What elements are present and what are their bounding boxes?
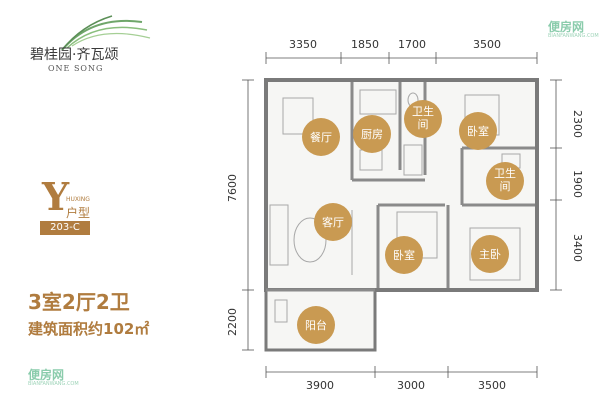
room-marker-living: 客厅 — [314, 203, 352, 241]
room-marker-bathroom-1: 卫生 间 — [404, 100, 442, 138]
dim-top-4: 3500 — [473, 38, 501, 51]
room-label-bathroom-1-line1: 卫生 — [412, 104, 434, 118]
dim-left-1: 7600 — [226, 174, 239, 202]
unit-huxing-label: HUXING — [66, 196, 90, 203]
room-label-balcony: 阳台 — [305, 318, 327, 332]
balcony-rack — [274, 299, 288, 323]
brand-name-cn: 碧桂园·齐瓦颂 — [30, 47, 119, 63]
unit-type-letter: Y — [42, 174, 70, 219]
brand-name-en: ONE SONG — [48, 64, 104, 73]
master-bed — [469, 227, 521, 281]
room-label-bedroom: 卧室 — [393, 248, 415, 262]
watermark-sub-top-right: BIANFANWANG.COM — [548, 33, 599, 39]
room-label-bathroom-1-line2: 间 — [418, 118, 429, 131]
room-label-bathroom-2-line2: 间 — [500, 180, 511, 193]
dim-bottom-3: 3500 — [478, 379, 506, 392]
room-marker-kitchen: 厨房 — [353, 115, 391, 153]
room-marker-dining: 餐厅 — [302, 118, 340, 156]
dim-top-3: 1700 — [398, 38, 426, 51]
room-marker-bathroom-2: 卫生 间 — [486, 162, 524, 200]
room-label-bedroom-north: 卧室 — [467, 124, 489, 138]
sofa — [269, 204, 289, 266]
dim-bottom-2: 3000 — [397, 379, 425, 392]
unit-code-badge: 203-C — [40, 221, 90, 235]
dim-top-2: 1850 — [351, 38, 379, 51]
room-label-dining: 餐厅 — [310, 130, 332, 144]
dim-right-2: 1900 — [571, 170, 584, 198]
shower — [403, 144, 423, 176]
unit-type-cn: 户型 — [66, 206, 91, 220]
dining-table — [282, 97, 314, 135]
coffee-table — [293, 217, 327, 263]
rooms-summary: 3室2厅2卫 — [28, 290, 130, 314]
watermark-sub-bottom-left: BIANFANWANG.COM — [28, 381, 79, 387]
dim-right-1: 2300 — [571, 110, 584, 138]
room-marker-balcony: 阳台 — [297, 306, 335, 344]
room-label-kitchen: 厨房 — [361, 128, 383, 141]
room-marker-bedroom: 卧室 — [385, 236, 423, 274]
palm-leaf-logo-icon — [61, 15, 151, 51]
room-marker-bedroom-north: 卧室 — [459, 112, 497, 150]
dim-left-2: 2200 — [226, 308, 239, 336]
room-label-bathroom-2-line1: 卫生 — [494, 166, 516, 180]
watermark-top-right: 便房网 — [548, 20, 585, 34]
kitchen-counter — [359, 89, 397, 115]
dim-right-3: 3400 — [571, 234, 584, 262]
watermark-bottom-left: 便房网 — [28, 368, 65, 382]
brand-logo — [22, 10, 172, 80]
room-marker-master-bedroom: 主卧 — [471, 235, 509, 273]
dimension-lines — [242, 52, 562, 378]
floor-area: 建筑面积约102㎡ — [28, 320, 150, 338]
room-label-living: 客厅 — [322, 215, 344, 229]
dim-top-1: 3350 — [289, 38, 317, 51]
dim-bottom-1: 3900 — [306, 379, 334, 392]
room-label-master-bedroom: 主卧 — [479, 248, 501, 261]
